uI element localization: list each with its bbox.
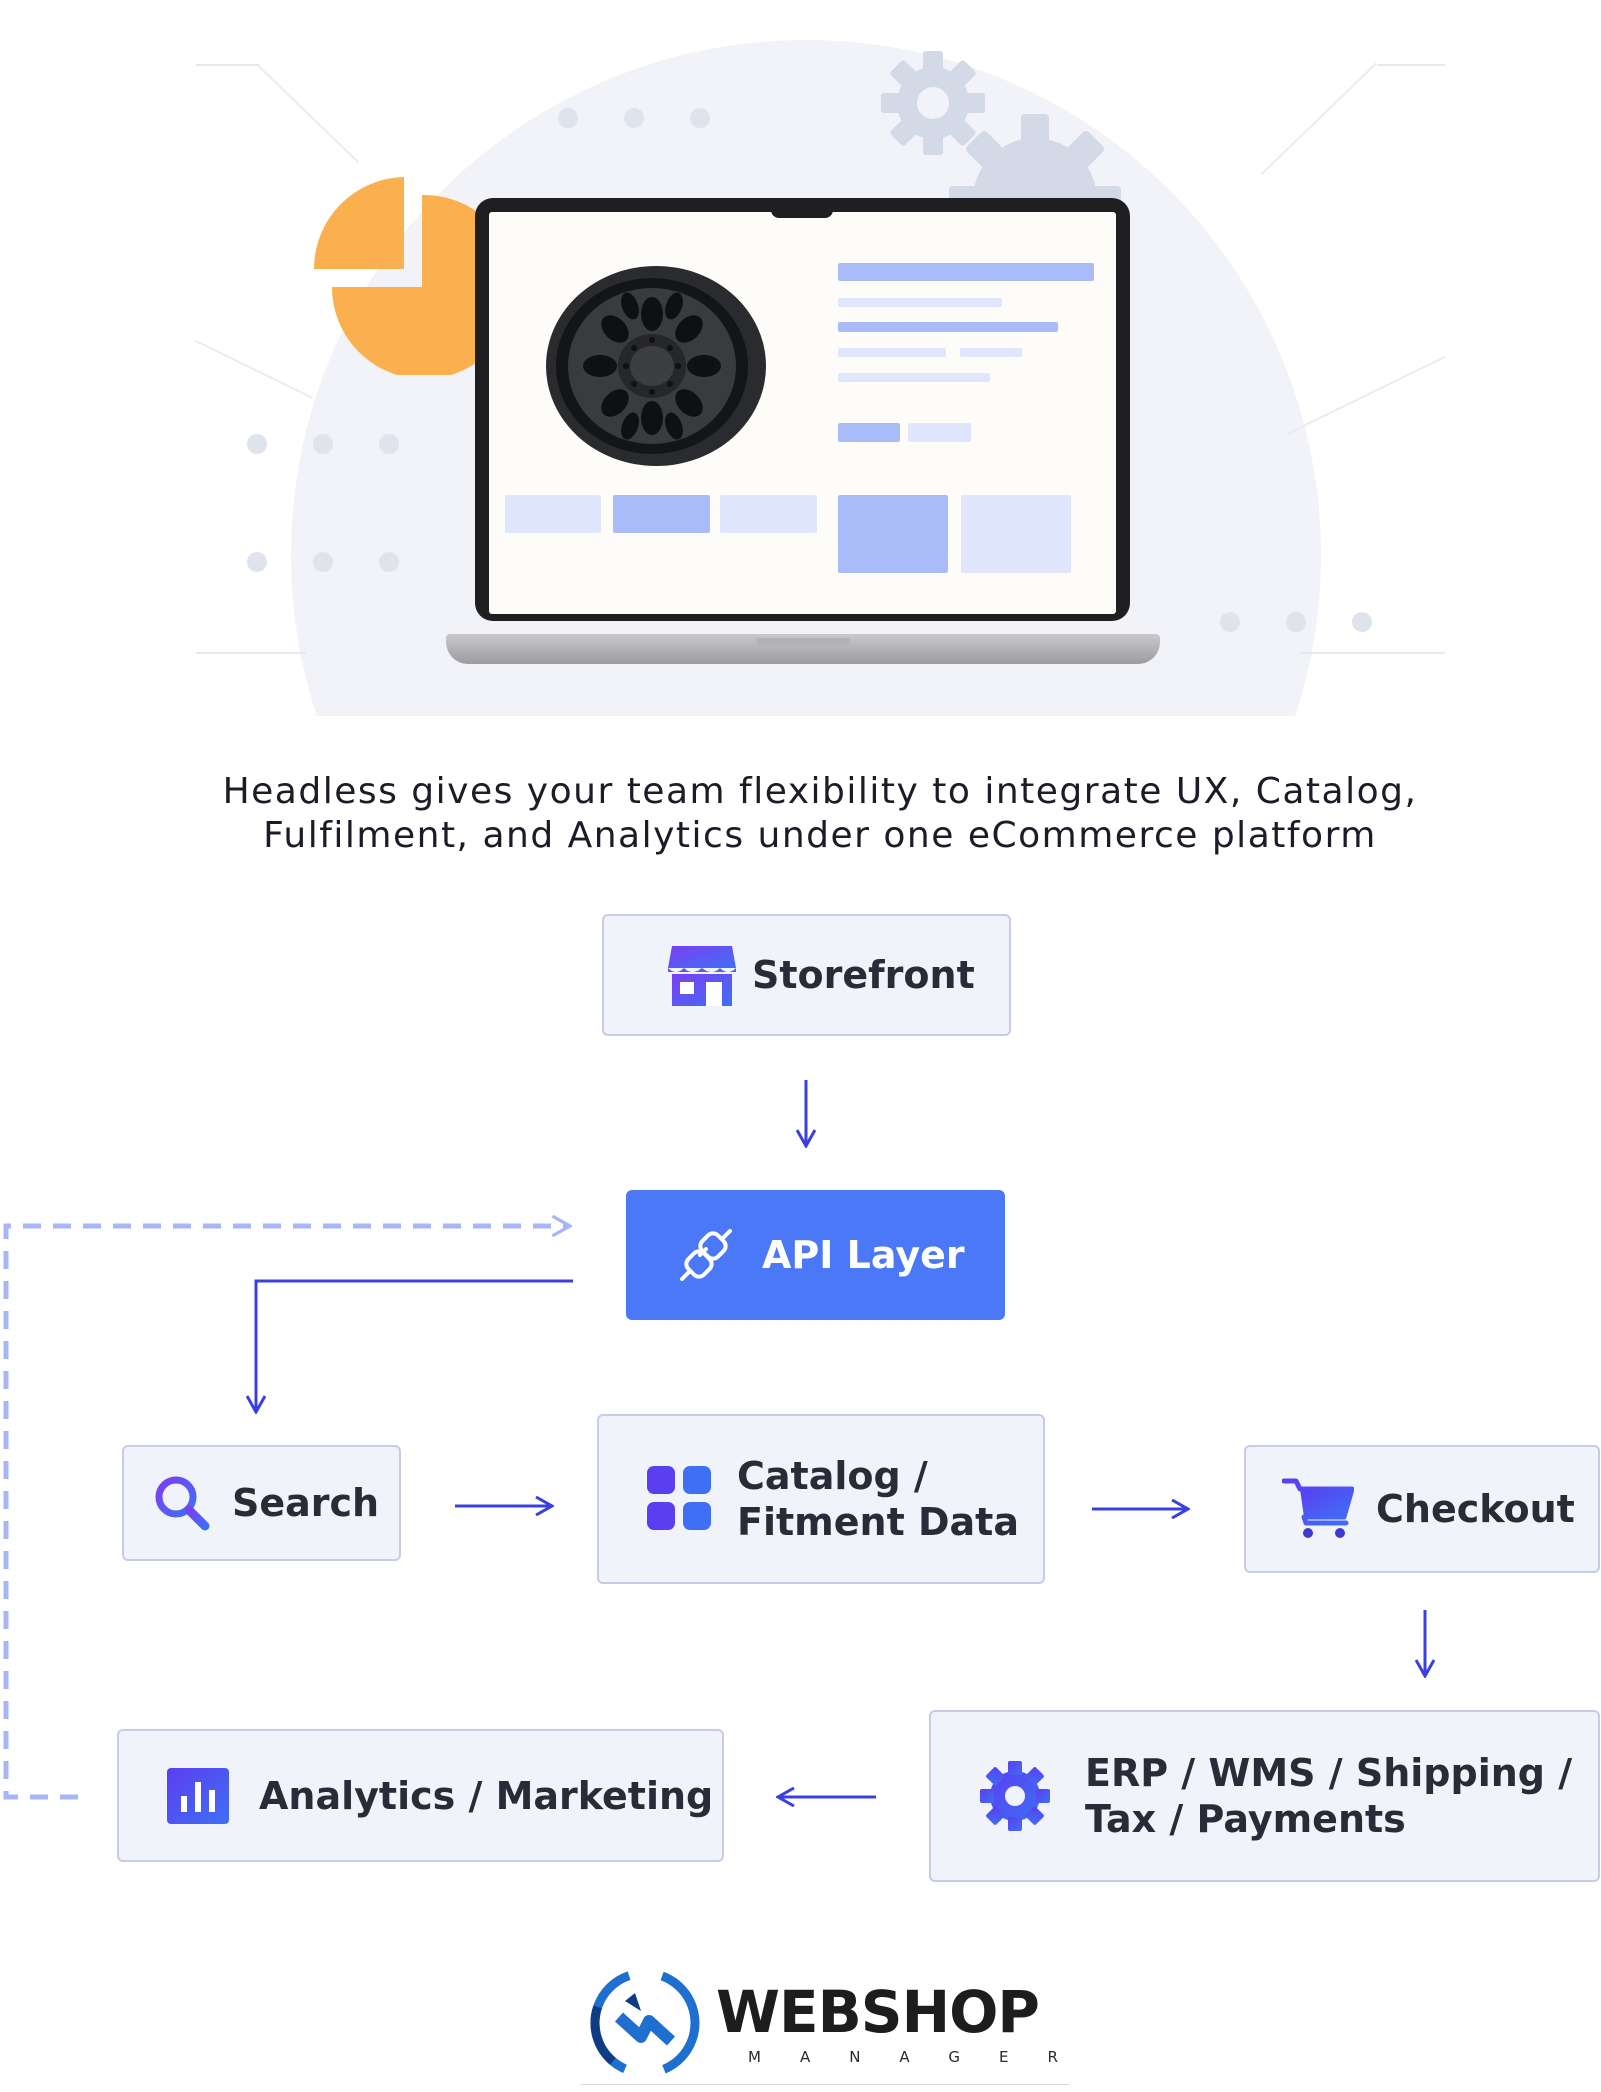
- placeholder-button: [838, 423, 900, 442]
- decor-dot: [379, 552, 399, 572]
- laptop-notch: [771, 204, 833, 218]
- search-icon: [155, 1476, 210, 1531]
- logo-divider: [580, 2084, 1070, 2085]
- placeholder-thumb: [505, 495, 601, 533]
- checkout-label: Checkout: [1376, 1487, 1575, 1531]
- cart-icon: [1282, 1478, 1354, 1538]
- placeholder-thumb: [613, 495, 710, 533]
- gear-icon: [980, 1761, 1050, 1831]
- erp-node[interactable]: ERP / WMS / Shipping / Tax / Payments: [929, 1710, 1600, 1882]
- erp-label-line: ERP / WMS / Shipping /: [1085, 1751, 1573, 1795]
- decor-dot: [558, 108, 578, 128]
- decor-line: [1377, 64, 1445, 66]
- logo-mark-icon: [590, 1968, 700, 2078]
- gear-icon: [881, 51, 985, 155]
- bar-chart-icon: [167, 1767, 229, 1824]
- hero-illustration: [0, 0, 1601, 720]
- pie-chart-icon: [314, 177, 510, 375]
- decor-line: [1300, 652, 1445, 654]
- api-layer-node[interactable]: API Layer: [626, 1190, 1005, 1320]
- dashed-feedback-loop: [3, 1226, 570, 1800]
- erp-label: ERP / WMS / Shipping / Tax / Payments: [1085, 1750, 1572, 1842]
- arrow-api-search: [256, 1279, 573, 1412]
- logo-tagline: MANAGER: [748, 2048, 1097, 2066]
- laptop-hinge: [756, 638, 850, 646]
- subtitle-line: Headless gives your team flexibility to …: [222, 771, 1418, 812]
- catalog-node[interactable]: Catalog / Fitment Data: [597, 1414, 1045, 1584]
- decor-line: [196, 64, 260, 66]
- analytics-label: Analytics / Marketing: [259, 1773, 714, 1818]
- placeholder-card: [838, 495, 948, 573]
- erp-label-line: Tax / Payments: [1085, 1797, 1406, 1841]
- wheel-image: [546, 266, 766, 466]
- decor-dot: [247, 434, 267, 454]
- placeholder-title-bar: [838, 263, 1094, 281]
- api-layer-label: API Layer: [762, 1233, 965, 1277]
- storefront-label: Storefront: [752, 953, 975, 997]
- placeholder-card: [961, 495, 1071, 573]
- placeholder-button: [908, 423, 971, 442]
- decor-dot: [379, 434, 399, 454]
- subtitle: Headless gives your team flexibility to …: [150, 770, 1490, 858]
- checkout-node[interactable]: Checkout: [1244, 1445, 1600, 1573]
- catalog-label-line: Fitment Data: [737, 1500, 1019, 1544]
- placeholder-text-bar: [960, 348, 1022, 357]
- placeholder-thumb: [720, 495, 817, 533]
- placeholder-text-bar: [838, 298, 1002, 307]
- placeholder-text-bar: [838, 322, 1058, 332]
- subtitle-line: Fulfilment, and Analytics under one eCom…: [263, 815, 1377, 856]
- decor-dot: [690, 108, 710, 128]
- search-label: Search: [232, 1481, 380, 1525]
- decor-dot: [313, 434, 333, 454]
- grid-icon: [647, 1466, 711, 1530]
- placeholder-text-bar: [838, 373, 990, 382]
- storefront-node[interactable]: Storefront: [602, 914, 1011, 1036]
- decor-line: [196, 652, 306, 654]
- decor-dot: [624, 108, 644, 128]
- decor-dot: [1286, 612, 1306, 632]
- analytics-node[interactable]: Analytics / Marketing: [117, 1729, 724, 1862]
- decor-dot: [1352, 612, 1372, 632]
- catalog-label: Catalog / Fitment Data: [737, 1453, 1019, 1545]
- decor-dot: [247, 552, 267, 572]
- webshop-manager-logo: WEBSHOP MANAGER: [580, 1960, 1080, 2085]
- search-node[interactable]: Search: [122, 1445, 401, 1561]
- catalog-label-line: Catalog /: [737, 1454, 928, 1498]
- placeholder-text-bar: [838, 348, 946, 357]
- decor-dot: [313, 552, 333, 572]
- plug-icon: [680, 1229, 732, 1281]
- store-icon: [668, 946, 736, 1006]
- logo-name: WEBSHOP: [716, 1978, 1040, 2046]
- decor-dot: [1220, 612, 1240, 632]
